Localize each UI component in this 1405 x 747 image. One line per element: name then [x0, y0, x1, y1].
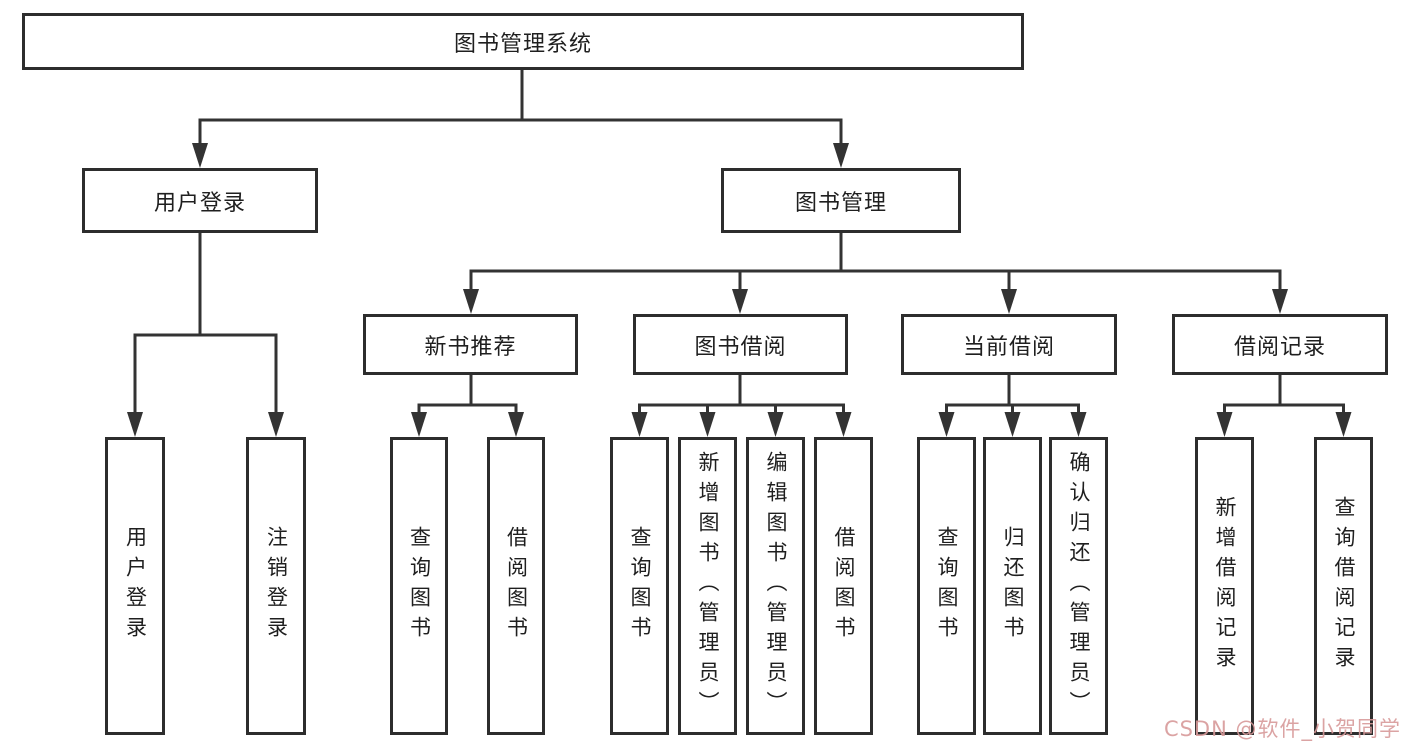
leaf-return-books-label: 归还图书 [1001, 526, 1025, 646]
leaf-add-borrow-record: 新增借阅记录 [1195, 437, 1254, 735]
leaf-user-login-label: 用户登录 [123, 526, 148, 646]
leaf-user-login: 用户登录 [105, 437, 165, 735]
leaf-confirm-return-admin: 确认归还（管理员） [1049, 437, 1108, 735]
leaf-add-book-admin-label: 新增图书（管理员） [696, 451, 720, 721]
node-user-login-label: 用户登录 [153, 190, 246, 216]
node-book-management-label: 图书管理 [794, 190, 887, 216]
leaf-borrow-books-borrowing: 借阅图书 [814, 437, 873, 735]
leaf-borrow-books-borrowing-label: 借阅图书 [832, 526, 856, 646]
leaf-query-borrow-record: 查询借阅记录 [1314, 437, 1373, 735]
node-borrowing-records: 借阅记录 [1172, 314, 1388, 375]
leaf-query-books-recommend: 查询图书 [390, 437, 448, 735]
node-new-book-recommendation-label: 新书推荐 [424, 334, 517, 360]
node-current-borrowing-label: 当前借阅 [962, 334, 1055, 360]
leaf-query-books-current: 查询图书 [917, 437, 976, 735]
node-root-label: 图书管理系统 [453, 31, 592, 57]
leaf-query-books-borrowing-label: 查询图书 [628, 526, 652, 646]
leaf-edit-book-admin-label: 编辑图书（管理员） [764, 451, 788, 721]
leaf-edit-book-admin: 编辑图书（管理员） [746, 437, 805, 735]
node-current-borrowing: 当前借阅 [901, 314, 1117, 375]
leaf-query-borrow-record-label: 查询借阅记录 [1332, 496, 1356, 676]
leaf-query-books-current-label: 查询图书 [935, 526, 959, 646]
leaf-add-borrow-record-label: 新增借阅记录 [1213, 496, 1237, 676]
node-user-login: 用户登录 [82, 168, 318, 233]
node-book-borrowing: 图书借阅 [633, 314, 848, 375]
node-root: 图书管理系统 [22, 13, 1024, 70]
leaf-borrow-books-recommend: 借阅图书 [487, 437, 545, 735]
leaf-logout: 注销登录 [246, 437, 306, 735]
node-book-management: 图书管理 [721, 168, 961, 233]
leaf-confirm-return-admin-label: 确认归还（管理员） [1067, 451, 1091, 721]
leaf-query-books-recommend-label: 查询图书 [407, 526, 432, 646]
node-borrowing-records-label: 借阅记录 [1233, 334, 1326, 360]
leaf-return-books: 归还图书 [983, 437, 1042, 735]
node-new-book-recommendation: 新书推荐 [363, 314, 578, 375]
leaf-query-books-borrowing: 查询图书 [610, 437, 669, 735]
watermark: CSDN @软件_小贺同学 [1163, 717, 1401, 741]
node-book-borrowing-label: 图书借阅 [694, 334, 787, 360]
leaf-borrow-books-recommend-label: 借阅图书 [504, 526, 529, 646]
leaf-add-book-admin: 新增图书（管理员） [678, 437, 737, 735]
leaf-logout-label: 注销登录 [264, 526, 289, 646]
